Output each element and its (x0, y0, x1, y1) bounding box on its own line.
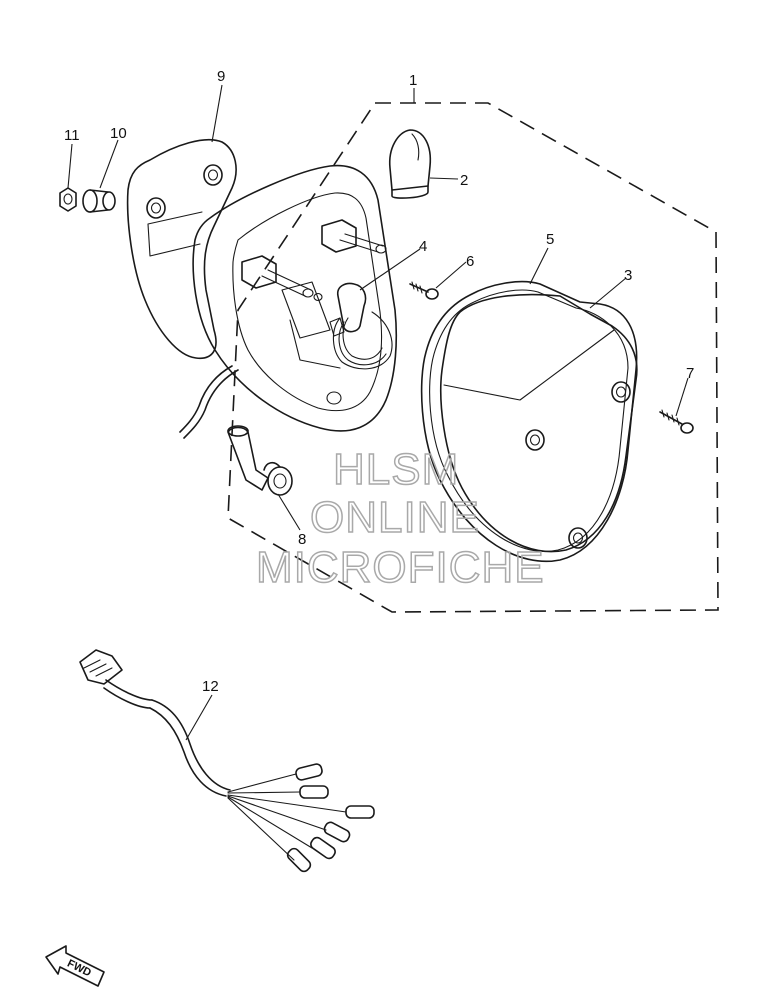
callout-3: 3 (624, 267, 632, 284)
callout-1: 1 (409, 72, 417, 89)
part-5-gasket (420, 280, 638, 563)
watermark: HLSM ONLINE MICROFICHE (255, 444, 545, 593)
callout-4: 4 (419, 238, 427, 255)
leader-lines (67, 84, 689, 741)
part-10-collar (82, 189, 116, 213)
callout-6: 6 (466, 253, 474, 270)
callout-8: 8 (298, 531, 306, 548)
part-11-nut (59, 187, 77, 212)
callout-12: 12 (202, 678, 219, 695)
part-12-wire-harness (79, 649, 375, 873)
watermark-line-1: HLSM (333, 445, 459, 494)
taillight-housing (179, 164, 398, 439)
callout-2: 2 (460, 172, 468, 189)
callout-9: 9 (217, 68, 225, 85)
fwd-arrow-icon: FWD (45, 945, 105, 987)
part-6-screw (409, 281, 439, 300)
callout-10: 10 (110, 125, 127, 142)
callout-7: 7 (686, 365, 694, 382)
part-9-base-plate (126, 138, 237, 359)
part-8-grommet (227, 425, 293, 496)
callout-5: 5 (546, 231, 554, 248)
part-4-socket (329, 282, 393, 370)
assembly-boundary (227, 102, 719, 613)
watermark-line-2: ONLINE (310, 493, 480, 542)
part-2-bulb (388, 129, 432, 199)
part-3-lens (440, 293, 638, 553)
part-7-screw (659, 409, 694, 434)
watermark-line-3: MICROFICHE (256, 543, 545, 592)
callout-labels: 1 2 3 4 5 6 7 8 9 10 11 12 (64, 68, 694, 695)
callout-11: 11 (64, 127, 80, 144)
